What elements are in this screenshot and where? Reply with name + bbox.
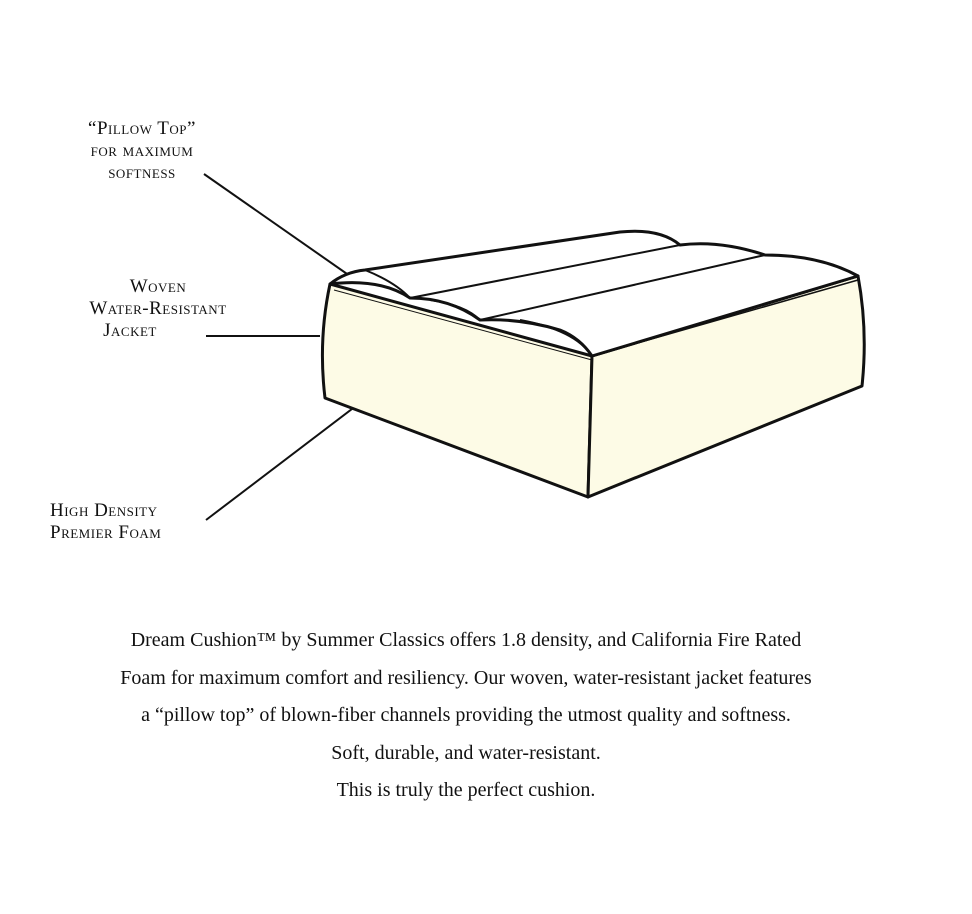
label-line: for maximum [90, 140, 194, 161]
label-jacket: Woven Water-Resistant Jacket [62, 276, 254, 342]
product-description: Dream Cushion™ by Summer Classics offers… [0, 622, 932, 810]
cushion-front-face [320, 282, 594, 499]
leader-line-pillow-top [203, 173, 361, 284]
jacket-seam-line [333, 289, 593, 361]
label-line: Woven [129, 276, 187, 297]
caption-line: Dream Cushion™ by Summer Classics offers… [130, 629, 802, 651]
label-pillow-top: “Pillow Top” for maximum softness [66, 118, 218, 184]
label-line: Premier Foam [50, 522, 162, 543]
jacket-seam-line [591, 279, 859, 357]
caption-line: This is truly the perfect cushion. [336, 779, 596, 801]
pillow-channel-line [429, 254, 766, 322]
caption-line: Foam for maximum comfort and resiliency.… [120, 666, 812, 689]
label-line: Jacket [103, 320, 157, 341]
caption-line: Soft, durable, and water-resistant. [331, 741, 601, 764]
label-line: softness [108, 162, 176, 183]
cushion-side-face [586, 274, 866, 499]
label-line: High Density [50, 500, 158, 521]
label-line: Water-Resistant [89, 298, 227, 319]
label-line: “Pillow Top” [88, 118, 196, 139]
pillow-channel-line [364, 244, 681, 300]
caption-line: a “pillow top” of blown-fiber channels p… [141, 704, 791, 726]
pillow-channel-line [519, 319, 593, 357]
label-foam: High Density Premier Foam [50, 500, 161, 544]
